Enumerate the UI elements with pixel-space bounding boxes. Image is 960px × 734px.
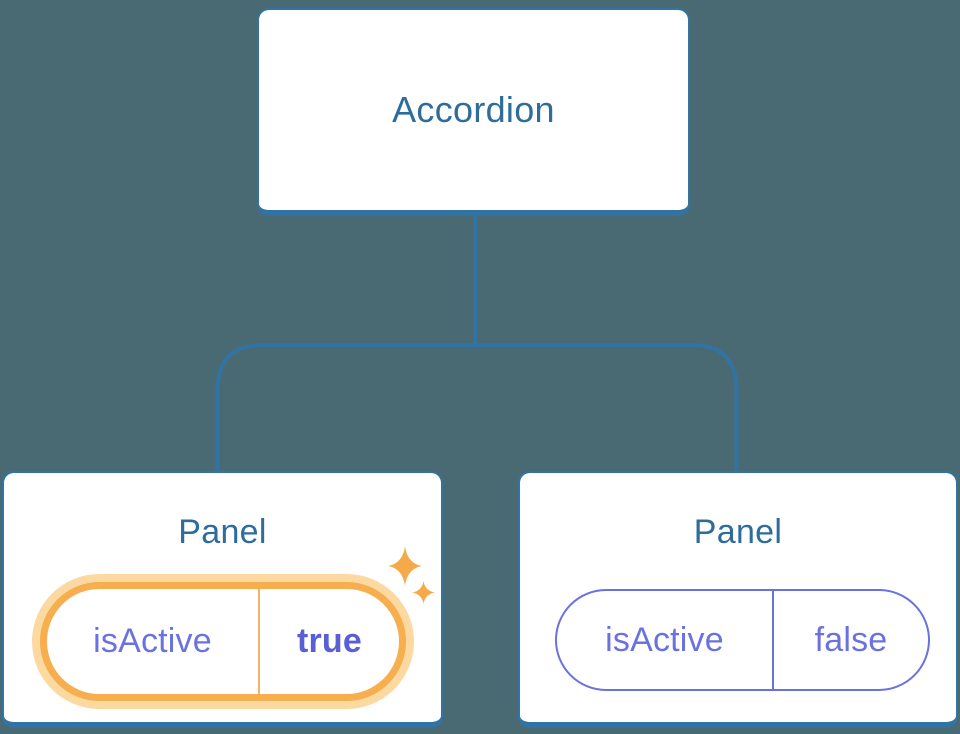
panel-node-active: Panel isActive true	[2, 471, 443, 728]
prop-value-label: false	[814, 620, 888, 659]
prop-name-label: isActive	[605, 620, 724, 659]
prop-name-cell: isActive	[557, 591, 772, 689]
panel-title: Panel	[693, 513, 783, 551]
panel-node-inactive: Panel isActive false	[518, 471, 958, 728]
prop-name-cell: isActive	[47, 589, 258, 694]
panel-title: Panel	[178, 513, 267, 551]
prop-name-label: isActive	[93, 622, 212, 660]
prop-value-cell: true	[260, 589, 399, 694]
accordion-node-label: Accordion	[392, 89, 555, 130]
prop-pill-active: isActive true	[40, 582, 406, 701]
sparkle-small-icon	[412, 581, 435, 604]
prop-pill-inactive: isActive false	[555, 589, 930, 691]
pill-divider	[772, 591, 774, 689]
pill-divider	[258, 589, 260, 694]
sparkle-large-icon	[388, 546, 422, 586]
prop-value-label: true	[296, 622, 363, 660]
prop-value-cell: false	[774, 591, 928, 689]
accordion-node: Accordion	[257, 8, 690, 216]
